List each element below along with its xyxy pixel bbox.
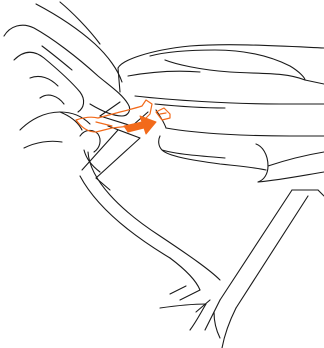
push-arrow-icon bbox=[123, 115, 157, 135]
device-housing bbox=[117, 44, 324, 348]
hand-icon bbox=[3, 1, 221, 339]
release-tab-icon bbox=[75, 99, 171, 133]
